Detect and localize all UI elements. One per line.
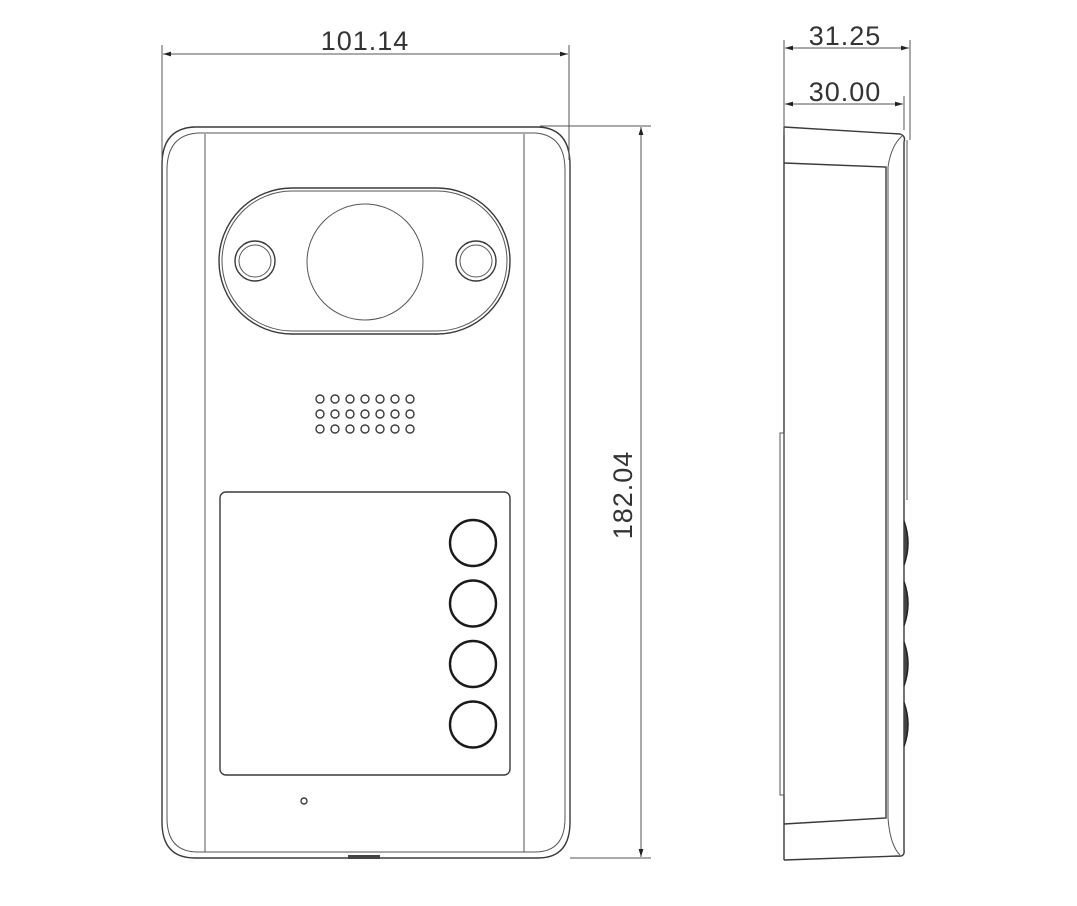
side-buttons	[903, 520, 909, 747]
call-button[interactable]	[448, 700, 498, 749]
speaker-hole	[345, 424, 355, 434]
depth-dimensions: 31.25 30.00	[783, 21, 911, 140]
speaker-hole	[405, 409, 415, 419]
speaker-hole	[390, 394, 400, 404]
speaker-hole	[330, 424, 340, 434]
front-outer-shell	[161, 126, 571, 859]
speaker-hole	[345, 394, 355, 404]
height-dimension: 182.04	[540, 125, 651, 859]
side-call-button	[903, 641, 909, 687]
camera-lens	[306, 203, 424, 321]
camera-pod	[218, 187, 511, 335]
right-ir-led	[455, 240, 497, 282]
call-button[interactable]	[448, 579, 498, 628]
speaker-hole	[345, 409, 355, 419]
speaker-hole	[330, 394, 340, 404]
front-view	[161, 126, 571, 859]
width-label: 101.14	[321, 26, 410, 56]
speaker-hole	[390, 424, 400, 434]
depth-body-label: 30.00	[809, 77, 882, 107]
call-button[interactable]	[448, 518, 498, 568]
speaker-hole	[330, 409, 340, 419]
left-ir-led	[234, 240, 276, 282]
front-inner-shell	[166, 132, 566, 853]
speaker-hole	[315, 394, 325, 404]
side-call-button	[903, 520, 909, 566]
left-ir-led-inner	[238, 244, 272, 278]
speaker-hole	[375, 394, 385, 404]
speaker-hole	[405, 424, 415, 434]
call-buttons	[448, 518, 498, 749]
depth-total-label: 31.25	[809, 21, 882, 51]
speaker-hole	[315, 424, 325, 434]
speaker-hole	[390, 409, 400, 419]
side-call-button	[903, 581, 909, 626]
camera-pod-inner	[221, 190, 508, 332]
speaker-hole	[375, 424, 385, 434]
speaker-grille	[315, 394, 415, 434]
back-mount-plate	[779, 432, 785, 796]
side-call-button	[903, 702, 909, 747]
call-button[interactable]	[448, 639, 498, 689]
speaker-hole	[360, 409, 370, 419]
speaker-hole	[360, 424, 370, 434]
name-panel	[219, 491, 511, 776]
width-dimension: 101.14	[161, 26, 570, 160]
speaker-hole	[405, 394, 415, 404]
height-label: 182.04	[608, 451, 638, 540]
speaker-hole	[315, 409, 325, 419]
right-ir-led-inner	[459, 244, 493, 278]
bottom-screw	[348, 855, 380, 859]
speaker-hole	[375, 409, 385, 419]
side-view	[779, 126, 909, 861]
speaker-hole	[360, 394, 370, 404]
microphone-hole	[300, 797, 308, 805]
